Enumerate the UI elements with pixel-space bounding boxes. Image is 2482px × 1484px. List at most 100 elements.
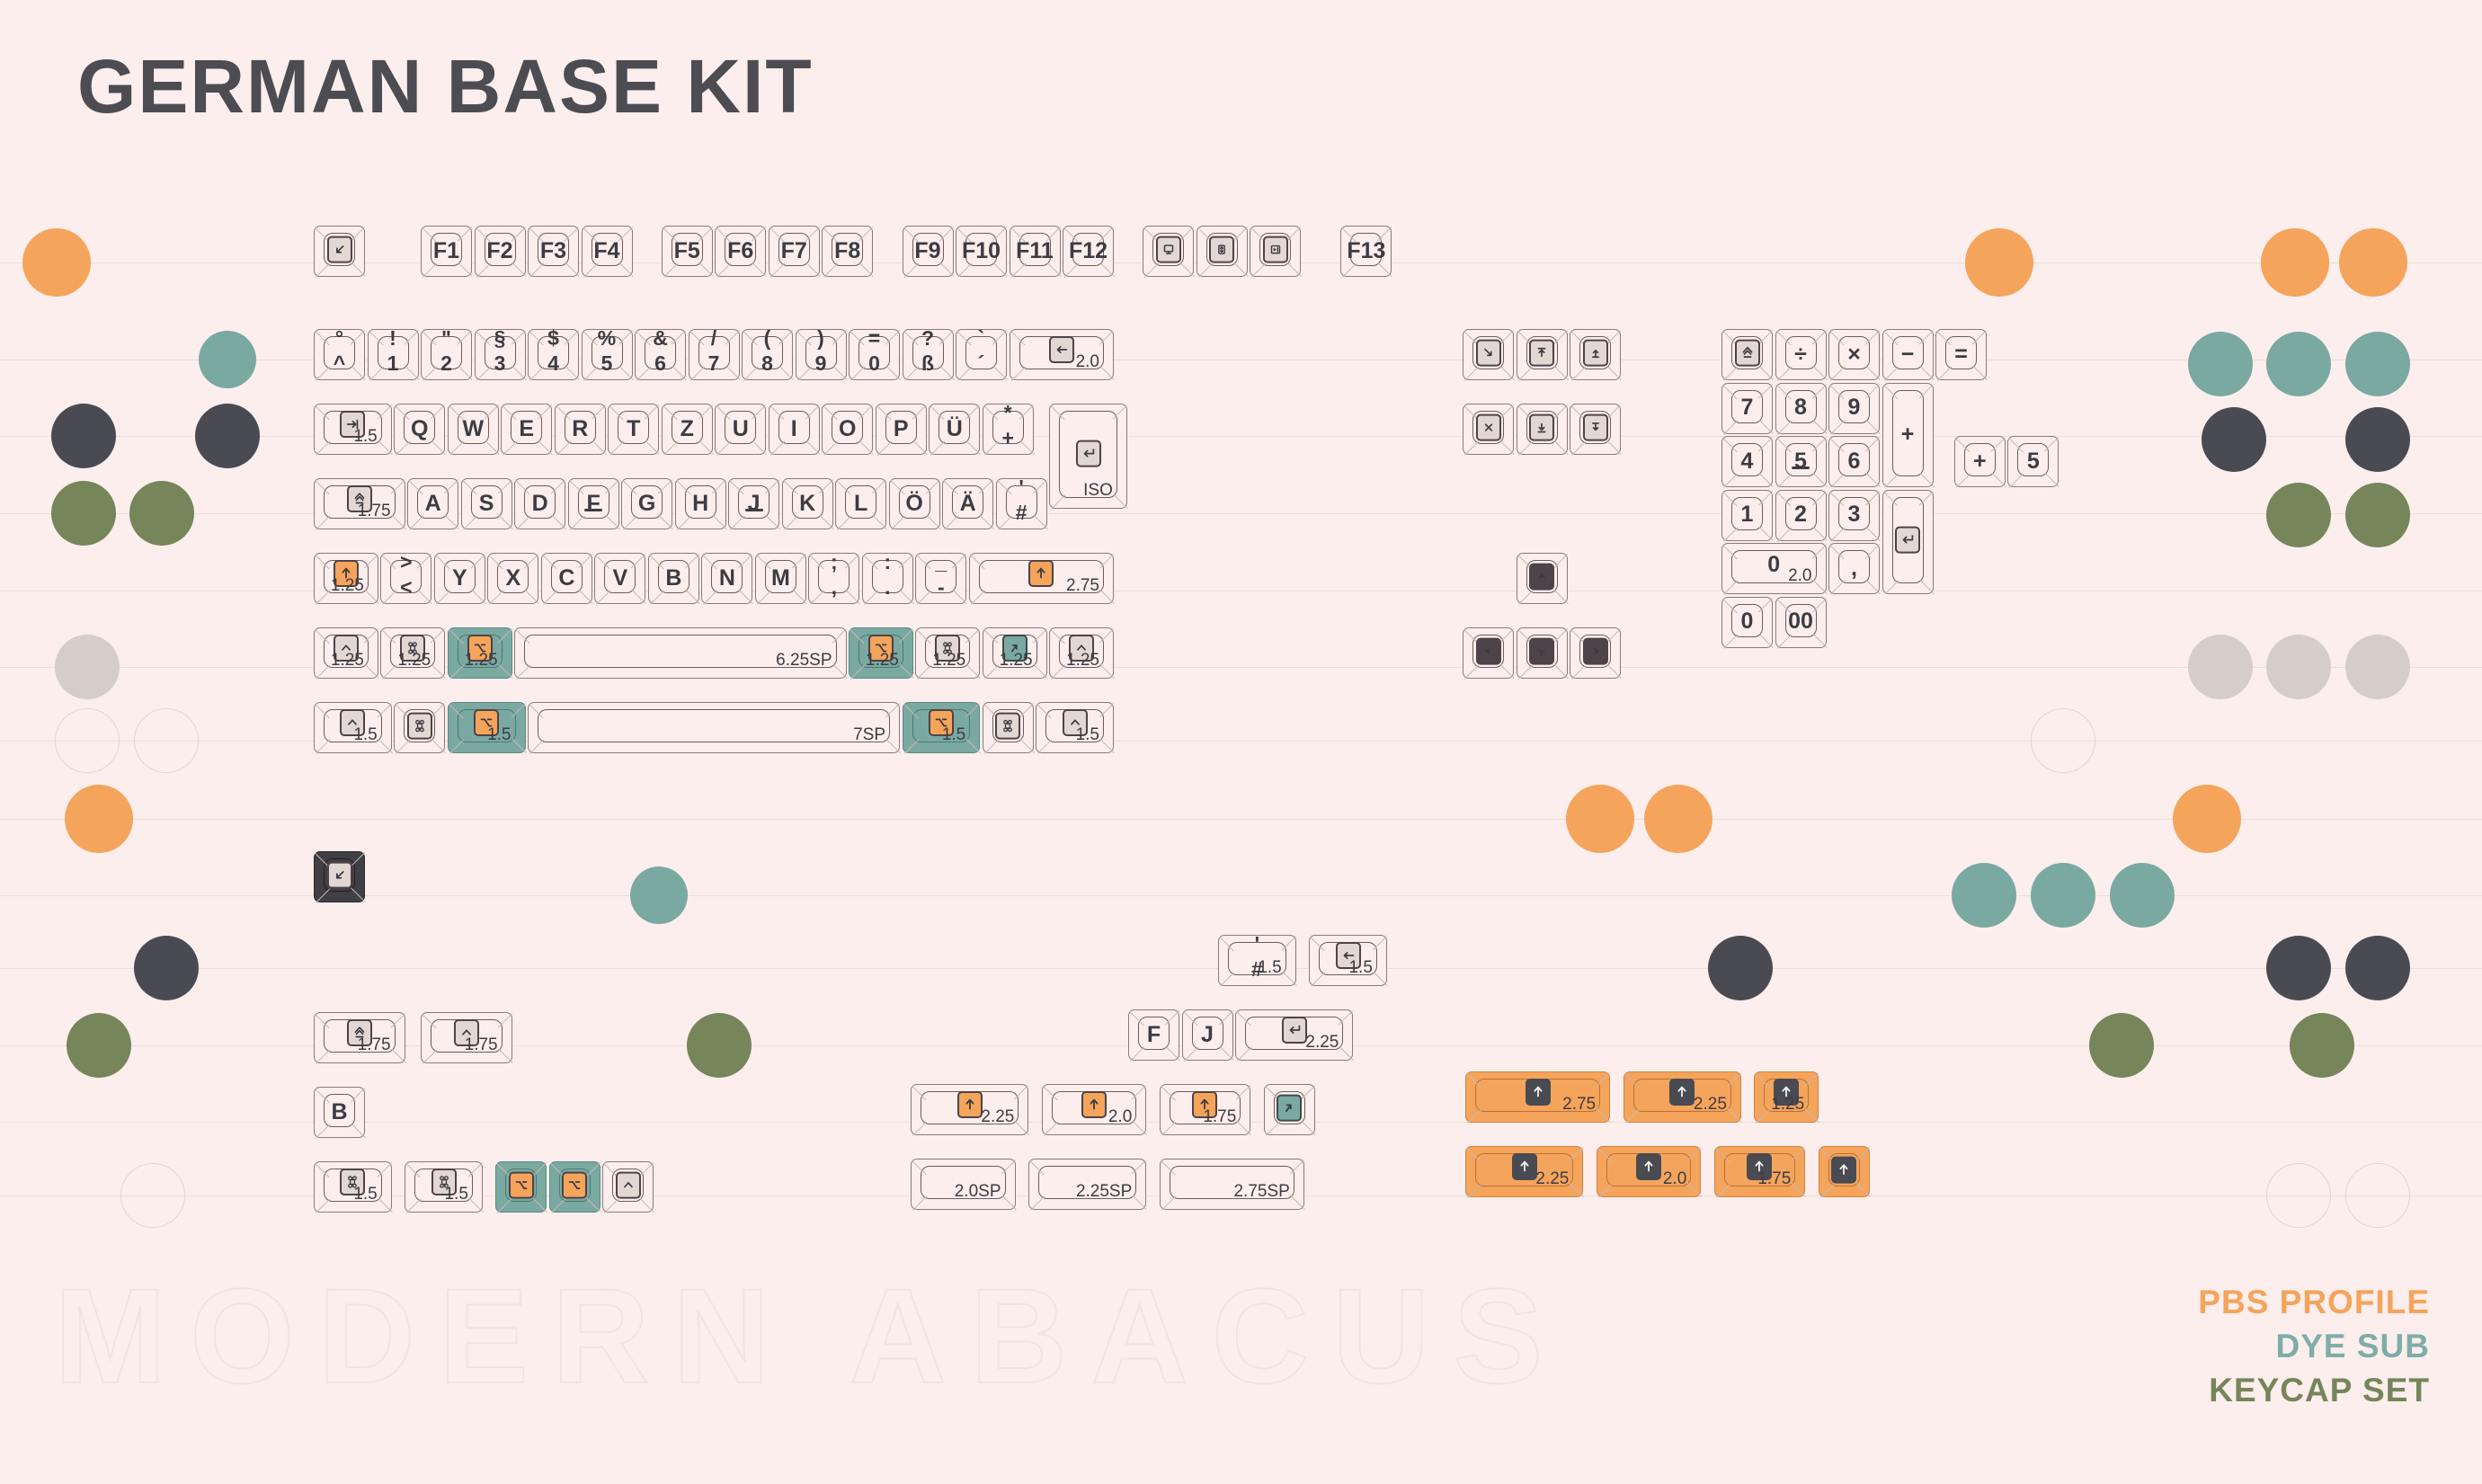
key-W[interactable]: W (447, 404, 500, 456)
key-F6[interactable]: F6 (715, 226, 768, 278)
key-home[interactable] (1516, 329, 1569, 381)
key-F4[interactable]: F4 (581, 226, 634, 278)
key-end[interactable] (1516, 404, 1569, 456)
key-B[interactable]: B (647, 553, 700, 605)
orange-shift-125[interactable]: 1.25 (1754, 1071, 1819, 1124)
key-Z[interactable]: Z (661, 404, 714, 456)
key-arrow-right[interactable] (1570, 627, 1622, 680)
key-ß[interactable]: ?ß (902, 326, 955, 381)
key-cmd[interactable] (394, 702, 447, 754)
key-.[interactable]: :. (861, 550, 914, 605)
key-ctrl[interactable]: 1.5 (314, 702, 393, 754)
extra-shift-225[interactable]: 2.25 (911, 1084, 1030, 1136)
key-alt-orange[interactable]: 1.25 (447, 627, 513, 680)
key-delete[interactable] (1463, 404, 1515, 456)
key-pagedown[interactable] (1570, 404, 1622, 456)
key-shift[interactable]: 2.75 (968, 553, 1115, 605)
key-shift[interactable]: 1.25 (314, 553, 379, 605)
numpad-extra-plus[interactable]: + (1953, 436, 2006, 488)
orange-shift-200[interactable]: 2.0 (1596, 1146, 1703, 1198)
numpad-extra-5[interactable]: 5 (2007, 436, 2060, 488)
extra-J[interactable]: J (1181, 1009, 1234, 1062)
key-cmd[interactable]: 1.25 (915, 627, 982, 680)
key-arrow-down[interactable] (1516, 627, 1569, 680)
key-esc[interactable] (314, 226, 366, 278)
key-alt-orange[interactable]: 1.25 (849, 627, 914, 680)
key-F[interactable]: F (567, 478, 620, 530)
key-monitor[interactable] (1143, 226, 1196, 278)
key-´[interactable]: `´ (956, 326, 1008, 381)
numpad-key-6[interactable]: 6 (1828, 436, 1881, 488)
numpad-key-×[interactable]: × (1828, 329, 1881, 381)
extra-space-275[interactable]: 2.75SP (1159, 1159, 1305, 1211)
numpad-key-enter[interactable] (1882, 489, 1935, 595)
extra-cmd-2[interactable]: 1.5 (405, 1161, 484, 1213)
key-N[interactable]: N (701, 553, 754, 605)
key--[interactable]: _- (915, 550, 968, 605)
key-F2[interactable]: F2 (474, 226, 527, 278)
extra-hash[interactable]: '#1.5 (1218, 932, 1297, 987)
numpad-key-÷[interactable]: ÷ (1775, 329, 1828, 381)
numpad-key-,[interactable]: , (1828, 543, 1881, 595)
key-F10[interactable]: F10 (956, 226, 1008, 278)
key-space[interactable]: 7SP (528, 702, 901, 754)
numpad-key-numlock[interactable] (1721, 329, 1774, 381)
key-A[interactable]: A (407, 478, 459, 530)
extra-cmd-1[interactable]: 1.5 (314, 1161, 393, 1213)
key-iso-enter[interactable]: ISO (1049, 404, 1128, 510)
key-F3[interactable]: F3 (528, 226, 580, 278)
key-V[interactable]: V (594, 553, 647, 605)
key-backspace[interactable]: 2.0 (1009, 329, 1115, 381)
key-G[interactable]: G (621, 478, 673, 530)
key-^[interactable]: °^ (314, 326, 366, 381)
key-ctrl[interactable]: 1.25 (1049, 627, 1115, 680)
numpad-key-3[interactable]: 3 (1828, 489, 1881, 542)
key-F5[interactable]: F5 (661, 226, 714, 278)
key-cmd[interactable]: 1.25 (380, 627, 447, 680)
key-F13[interactable]: F13 (1340, 226, 1393, 278)
key-D[interactable]: D (514, 478, 566, 530)
key-capslock[interactable]: 1.75 (314, 478, 406, 530)
key-Q[interactable]: Q (394, 404, 447, 456)
key-alt-orange[interactable]: 1.5 (902, 702, 982, 754)
key-F7[interactable]: F7 (768, 226, 821, 278)
numpad-key-8[interactable]: 8 (1775, 382, 1828, 435)
extra-shift-200[interactable]: 2.0 (1041, 1084, 1148, 1136)
key-1[interactable]: !1 (367, 326, 420, 381)
orange-shift-225[interactable]: 2.25 (1623, 1071, 1742, 1124)
extra-B[interactable]: B (314, 1087, 366, 1139)
key-alt-orange[interactable]: 1.5 (447, 702, 527, 754)
key-6[interactable]: &6 (635, 326, 687, 381)
key-F1[interactable]: F1 (421, 226, 473, 278)
extra-ctrl[interactable]: 1.75 (421, 1012, 513, 1064)
key-Ü[interactable]: Ü (929, 404, 982, 456)
key-Y[interactable]: Y (433, 553, 486, 605)
key-J[interactable]: J (728, 478, 780, 530)
key-Ä[interactable]: Ä (942, 478, 994, 530)
key-cmd[interactable] (982, 702, 1035, 754)
key-X[interactable]: X (487, 553, 540, 605)
extra-backspace[interactable]: 1.5 (1309, 935, 1388, 987)
numpad-key-7[interactable]: 7 (1721, 382, 1774, 435)
extra-ctrl-2[interactable] (602, 1161, 655, 1213)
key-C[interactable]: C (540, 553, 593, 605)
key-O[interactable]: O (822, 404, 875, 456)
key-space[interactable]: 6.25SP (514, 627, 848, 680)
extra-capslock[interactable]: 1.75 (314, 1012, 406, 1064)
key-3[interactable]: §3 (474, 326, 527, 381)
extra-fn[interactable] (1263, 1084, 1316, 1136)
key-S[interactable]: S (460, 478, 513, 530)
orange-shift-100[interactable] (1818, 1146, 1871, 1198)
key-F8[interactable]: F8 (822, 226, 875, 278)
key-T[interactable]: T (608, 404, 661, 456)
key-9[interactable]: )9 (795, 326, 848, 381)
key-E[interactable]: E (501, 404, 554, 456)
key-updown[interactable] (1196, 226, 1249, 278)
extra-space-200[interactable]: 2.0SP (911, 1159, 1017, 1211)
extra-F[interactable]: F (1128, 1009, 1180, 1062)
numpad-key-=[interactable]: = (1935, 329, 1988, 381)
numpad-key-1[interactable]: 1 (1721, 489, 1774, 542)
key-arrow-up[interactable] (1516, 553, 1569, 605)
key-ctrl[interactable]: 1.25 (314, 627, 379, 680)
key-F9[interactable]: F9 (902, 226, 955, 278)
